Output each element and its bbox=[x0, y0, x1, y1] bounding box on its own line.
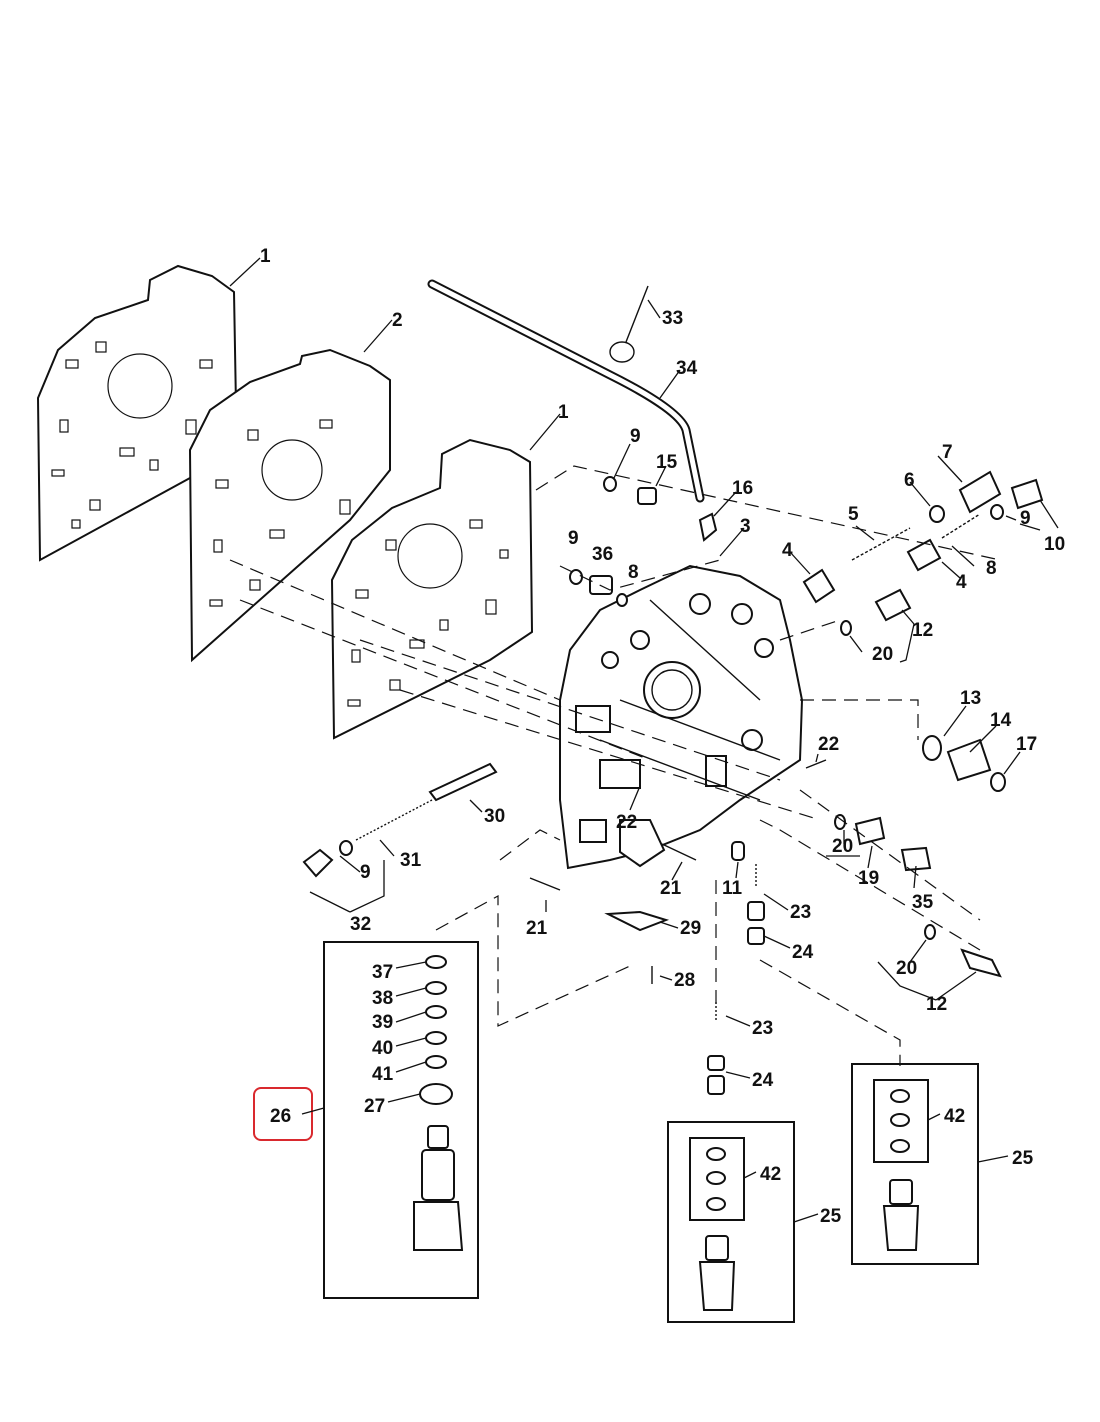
callout-labels: 1 2 1 33 34 9 15 16 3 9 36 8 7 6 9 10 5 … bbox=[260, 246, 1065, 1227]
callout-label: 31 bbox=[400, 850, 422, 871]
callout-label: 13 bbox=[960, 688, 981, 709]
callout-label: 37 bbox=[372, 962, 393, 983]
callout-label: 2 bbox=[392, 310, 403, 331]
assembly-lines bbox=[229, 465, 1001, 1066]
callout-label: 42 bbox=[944, 1106, 965, 1127]
small-parts bbox=[302, 470, 1044, 1095]
callout-label: 7 bbox=[942, 442, 953, 463]
callout-label: 11 bbox=[722, 878, 743, 899]
separator-plate-rear bbox=[36, 264, 238, 562]
callout-label: 30 bbox=[484, 806, 505, 827]
gasket-middle bbox=[188, 348, 391, 663]
callout-label: 23 bbox=[752, 1018, 773, 1039]
leader-lines bbox=[229, 257, 1059, 1223]
callout-label: 22 bbox=[616, 812, 637, 833]
callout-label: 8 bbox=[628, 562, 639, 583]
sensor-box-middle bbox=[667, 1121, 795, 1323]
callout-label: 24 bbox=[752, 1070, 774, 1091]
callout-label: 6 bbox=[904, 470, 915, 491]
callout-label: 36 bbox=[592, 544, 613, 565]
callout-label: 28 bbox=[674, 970, 695, 991]
callout-label: 29 bbox=[680, 918, 701, 939]
callout-label: 9 bbox=[630, 426, 641, 447]
callout-label: 33 bbox=[662, 308, 683, 329]
callout-label: 40 bbox=[372, 1038, 393, 1059]
callout-label: 4 bbox=[782, 540, 793, 561]
callout-label: 3 bbox=[740, 516, 751, 537]
callout-label: 4 bbox=[956, 572, 967, 593]
callout-label: 10 bbox=[1044, 534, 1065, 555]
callout-label: 9 bbox=[568, 528, 579, 549]
callout-label: 24 bbox=[792, 942, 814, 963]
callout-label: 14 bbox=[990, 710, 1012, 731]
callout-label: 20 bbox=[832, 836, 853, 857]
callout-label: 27 bbox=[364, 1096, 385, 1117]
callout-label: 9 bbox=[360, 862, 371, 883]
separator-plate-front bbox=[330, 438, 534, 740]
callout-label: 17 bbox=[1016, 734, 1037, 755]
valve-body-housing bbox=[559, 564, 804, 870]
callout-label: 34 bbox=[676, 358, 698, 379]
callout-label: 38 bbox=[372, 988, 393, 1009]
callout-label: 15 bbox=[656, 452, 678, 473]
callout-label: 5 bbox=[848, 504, 859, 525]
callout-label: 19 bbox=[858, 868, 879, 889]
callout-label-highlighted: 26 bbox=[270, 1106, 291, 1127]
solenoid-box-left bbox=[323, 941, 479, 1299]
callout-label: 23 bbox=[790, 902, 811, 923]
callout-label: 1 bbox=[558, 402, 569, 423]
callout-label: 22 bbox=[818, 734, 839, 755]
callout-label: 25 bbox=[1012, 1148, 1034, 1169]
callout-label: 41 bbox=[372, 1064, 394, 1085]
callout-label: 20 bbox=[896, 958, 917, 979]
callout-label: 39 bbox=[372, 1012, 393, 1033]
callout-label: 25 bbox=[820, 1206, 842, 1227]
callout-label: 42 bbox=[760, 1164, 781, 1185]
callout-label: 20 bbox=[872, 644, 893, 665]
callout-label: 35 bbox=[912, 892, 934, 913]
cable-tie bbox=[609, 285, 649, 363]
callout-label: 9 bbox=[1020, 508, 1031, 529]
callout-label: 16 bbox=[732, 478, 753, 499]
callout-label: 8 bbox=[986, 558, 997, 579]
highlight-box bbox=[253, 1087, 313, 1141]
callout-label: 12 bbox=[912, 620, 933, 641]
callout-label: 21 bbox=[660, 878, 682, 899]
sensor-box-right bbox=[851, 1063, 979, 1265]
callout-label: 12 bbox=[926, 994, 947, 1015]
callout-label: 21 bbox=[526, 918, 548, 939]
callout-label: 32 bbox=[350, 914, 371, 935]
callout-label: 1 bbox=[260, 246, 271, 267]
